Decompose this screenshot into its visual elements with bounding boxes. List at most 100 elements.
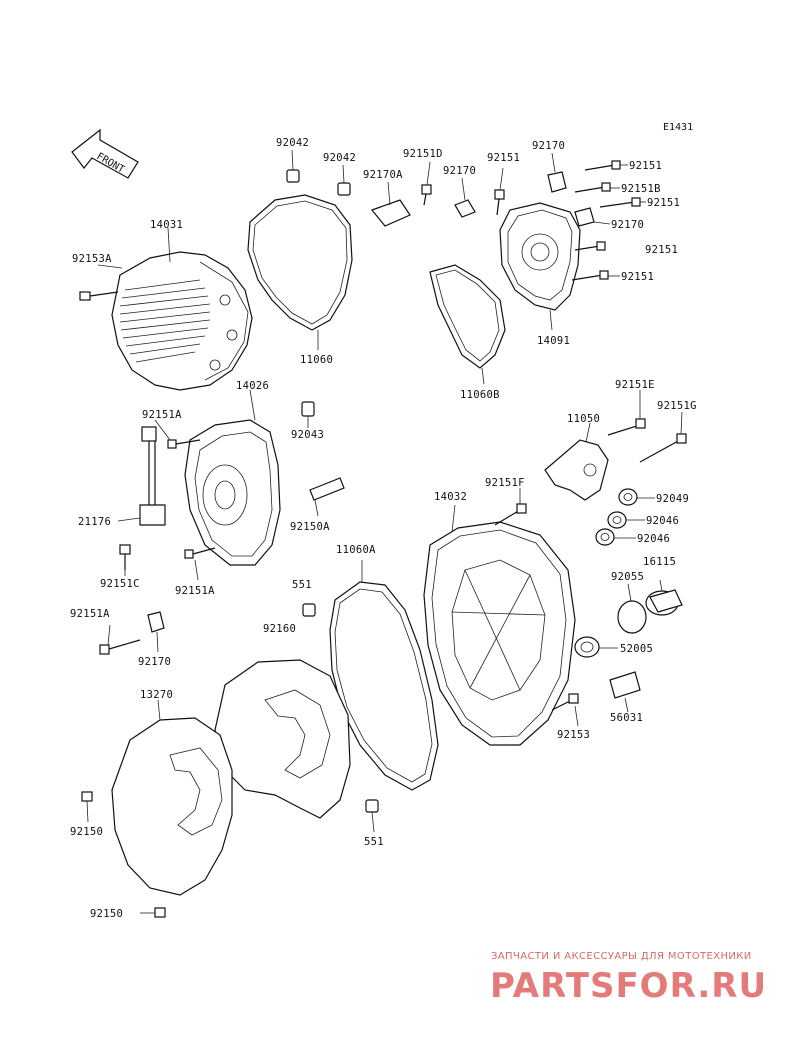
label-92170a: 92170A xyxy=(363,169,403,181)
bolt-92151a-low xyxy=(99,624,141,655)
bolt-92151-r2 xyxy=(599,197,646,208)
label-56031 xyxy=(609,671,641,713)
label-14032: 14032 xyxy=(434,491,467,503)
label-92151a-b: 92151A xyxy=(175,585,215,597)
bolt-92151a-top xyxy=(154,419,201,449)
seal-52005 xyxy=(574,636,618,658)
label-92151a-a: 92151A xyxy=(142,409,182,421)
label-92043: 92043 xyxy=(291,429,324,441)
bolt-92150-lower xyxy=(140,907,166,918)
gasket-11060a xyxy=(329,560,439,791)
gasket-11060b xyxy=(429,264,506,385)
generator-cover xyxy=(111,227,253,391)
gasket-11060 xyxy=(247,194,353,350)
label-92151-c: 92151 xyxy=(647,197,680,209)
label-13270: 13270 xyxy=(140,689,173,701)
part-labels: 92042 92042 92151D 92170A 92170 92151 92… xyxy=(70,137,697,920)
bolt-92153 xyxy=(551,693,579,727)
label-11060: 11060 xyxy=(300,354,333,366)
label-92151c: 92151C xyxy=(100,578,140,590)
label-92170-b: 92170 xyxy=(532,140,565,152)
label-11050: 11050 xyxy=(567,413,600,425)
front-arrow: FRONT xyxy=(71,128,139,179)
o-ring-92055 xyxy=(617,583,647,634)
label-92151a-c: 92151A xyxy=(70,608,110,620)
label-92151-b: 92151 xyxy=(629,160,662,172)
label-551-b: 551 xyxy=(364,836,384,848)
label-92049: 92049 xyxy=(656,493,689,505)
label-92153: 92153 xyxy=(557,729,590,741)
label-56031: 56031 xyxy=(610,712,643,724)
sensor-21176 xyxy=(117,426,166,526)
bolt-92151d xyxy=(421,161,432,206)
dowel-92042-b xyxy=(337,164,351,196)
label-11060a: 11060A xyxy=(336,544,376,556)
cover-14026 xyxy=(184,389,281,566)
label-92042-a: 92042 xyxy=(276,137,309,149)
label-92151f: 92151F xyxy=(485,477,525,489)
bolt-92151-r3 xyxy=(574,241,606,251)
bolt-92153a xyxy=(79,264,123,301)
label-92151-e: 92151 xyxy=(621,271,654,283)
dowel-92042-a xyxy=(286,149,300,183)
label-21176: 21176 xyxy=(78,516,111,528)
cover-13270-rear xyxy=(214,659,351,819)
label-92151b: 92151B xyxy=(621,183,661,195)
stud-92150a xyxy=(309,477,345,517)
bracket-11050 xyxy=(544,422,609,501)
bolt-92151-top xyxy=(494,167,505,216)
label-92042-b: 92042 xyxy=(323,152,356,164)
bolt-92151f xyxy=(494,488,527,526)
label-92151d: 92151D xyxy=(403,148,443,160)
bolt-92151b xyxy=(574,182,620,193)
label-92153a: 92153A xyxy=(72,253,112,265)
cap-16115 xyxy=(645,579,683,616)
label-92055: 92055 xyxy=(611,571,644,583)
label-92151g: 92151G xyxy=(657,400,697,412)
label-14091: 14091 xyxy=(537,335,570,347)
label-92160: 92160 xyxy=(263,623,296,635)
label-11060b: 11060B xyxy=(460,389,500,401)
label-92150a: 92150A xyxy=(290,521,330,533)
label-92046-b: 92046 xyxy=(637,533,670,545)
clamp-92170-right xyxy=(574,207,611,227)
label-52005: 52005 xyxy=(620,643,653,655)
bolt-92151c xyxy=(119,544,131,576)
cover-13270-front xyxy=(111,699,233,896)
seal-92046-b xyxy=(595,528,636,546)
generator-cover-fins xyxy=(119,279,211,363)
clamp-92170-low xyxy=(147,611,165,653)
label-92151-a: 92151 xyxy=(487,152,520,164)
label-92170-d: 92170 xyxy=(138,656,171,668)
label-92170-a: 92170 xyxy=(443,165,476,177)
label-92151e: 92151E xyxy=(615,379,655,391)
bolt-92151g xyxy=(639,411,687,463)
bolt-92151-r4 xyxy=(571,270,620,281)
label-92150-a: 92150 xyxy=(70,826,103,838)
seal-92049 xyxy=(618,488,655,506)
dowel-551-lower xyxy=(365,799,379,833)
watermark-tagline: ЗАПЧАСТИ И АКСЕССУАРЫ ДЛЯ МОТОТЕХНИКИ xyxy=(491,951,752,962)
label-92046-a: 92046 xyxy=(646,515,679,527)
label-92170-c: 92170 xyxy=(611,219,644,231)
bolt-92151e xyxy=(607,390,646,436)
clamp-92170-top xyxy=(454,177,476,218)
label-92151-d: 92151 xyxy=(645,244,678,256)
label-14026: 14026 xyxy=(236,380,269,392)
bolt-92150-upper xyxy=(81,791,93,823)
diagram-code: E1431 xyxy=(663,122,693,133)
seal-92046-a xyxy=(607,511,645,529)
dowel-92160 xyxy=(302,603,316,617)
clamp-92170a xyxy=(370,181,411,227)
label-551-a: 551 xyxy=(292,579,312,591)
cover-14091 xyxy=(499,202,581,331)
clamp-92170-right-top xyxy=(547,152,567,193)
watermark-logo: PARTSFOR.RU xyxy=(490,966,768,1006)
label-14031: 14031 xyxy=(150,219,183,231)
dowel-92043 xyxy=(301,401,315,428)
clutch-cover-14032 xyxy=(423,504,576,746)
bolt-92151-r1 xyxy=(584,160,628,171)
label-16115: 16115 xyxy=(643,556,676,568)
label-92150-b: 92150 xyxy=(90,908,123,920)
